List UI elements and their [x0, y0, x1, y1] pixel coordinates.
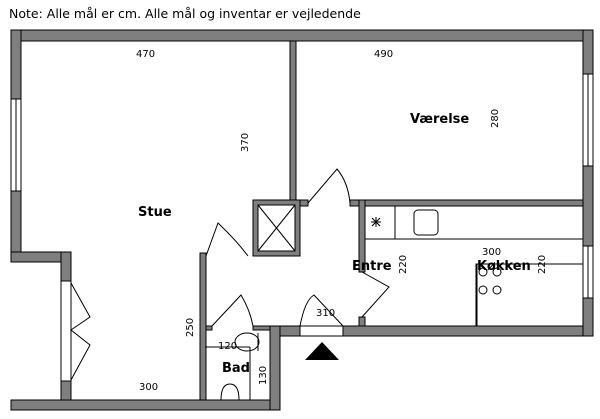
entrance-threshold	[299, 325, 344, 337]
room-label-vaerelse: Værelse	[410, 112, 469, 127]
dim-bad-width: 120	[218, 341, 237, 352]
kitchen-fixtures	[364, 205, 584, 327]
room-label-entre: Entre	[352, 259, 392, 274]
windows	[10, 73, 594, 382]
doors	[70, 168, 390, 381]
room-label-stue: Stue	[138, 205, 172, 220]
dim-bad-depth: 130	[258, 366, 269, 385]
bath-fixtures	[205, 332, 260, 401]
dim-stue-width: 470	[136, 49, 155, 60]
dim-koekken-width: 300	[482, 247, 501, 258]
room-label-koekken: Køkken	[477, 259, 531, 274]
entrance-arrow-icon	[305, 342, 339, 360]
dim-koekken-depth: 220	[537, 255, 548, 274]
dim-stue-lower-width: 300	[139, 382, 158, 393]
room-label-bad: Bad	[222, 361, 250, 376]
dim-entre-width: 310	[316, 308, 335, 319]
stove-icon	[478, 267, 502, 295]
kitchen-sink-icon	[413, 209, 439, 236]
washbasin-icon	[220, 383, 240, 401]
dim-entre-depth: 220	[398, 255, 409, 274]
closet-opening	[60, 280, 72, 382]
dim-stue-depth: 370	[240, 133, 251, 152]
walls	[10, 29, 594, 411]
plan-note: Note: Alle mål er cm. Alle mål og invent…	[9, 6, 361, 21]
dim-vaerelse-width: 490	[374, 49, 393, 60]
dim-stue-lower-depth: 250	[185, 318, 196, 337]
toilet-icon	[234, 332, 260, 352]
fan-icon	[371, 217, 381, 227]
dim-vaerelse-depth: 280	[490, 109, 501, 128]
